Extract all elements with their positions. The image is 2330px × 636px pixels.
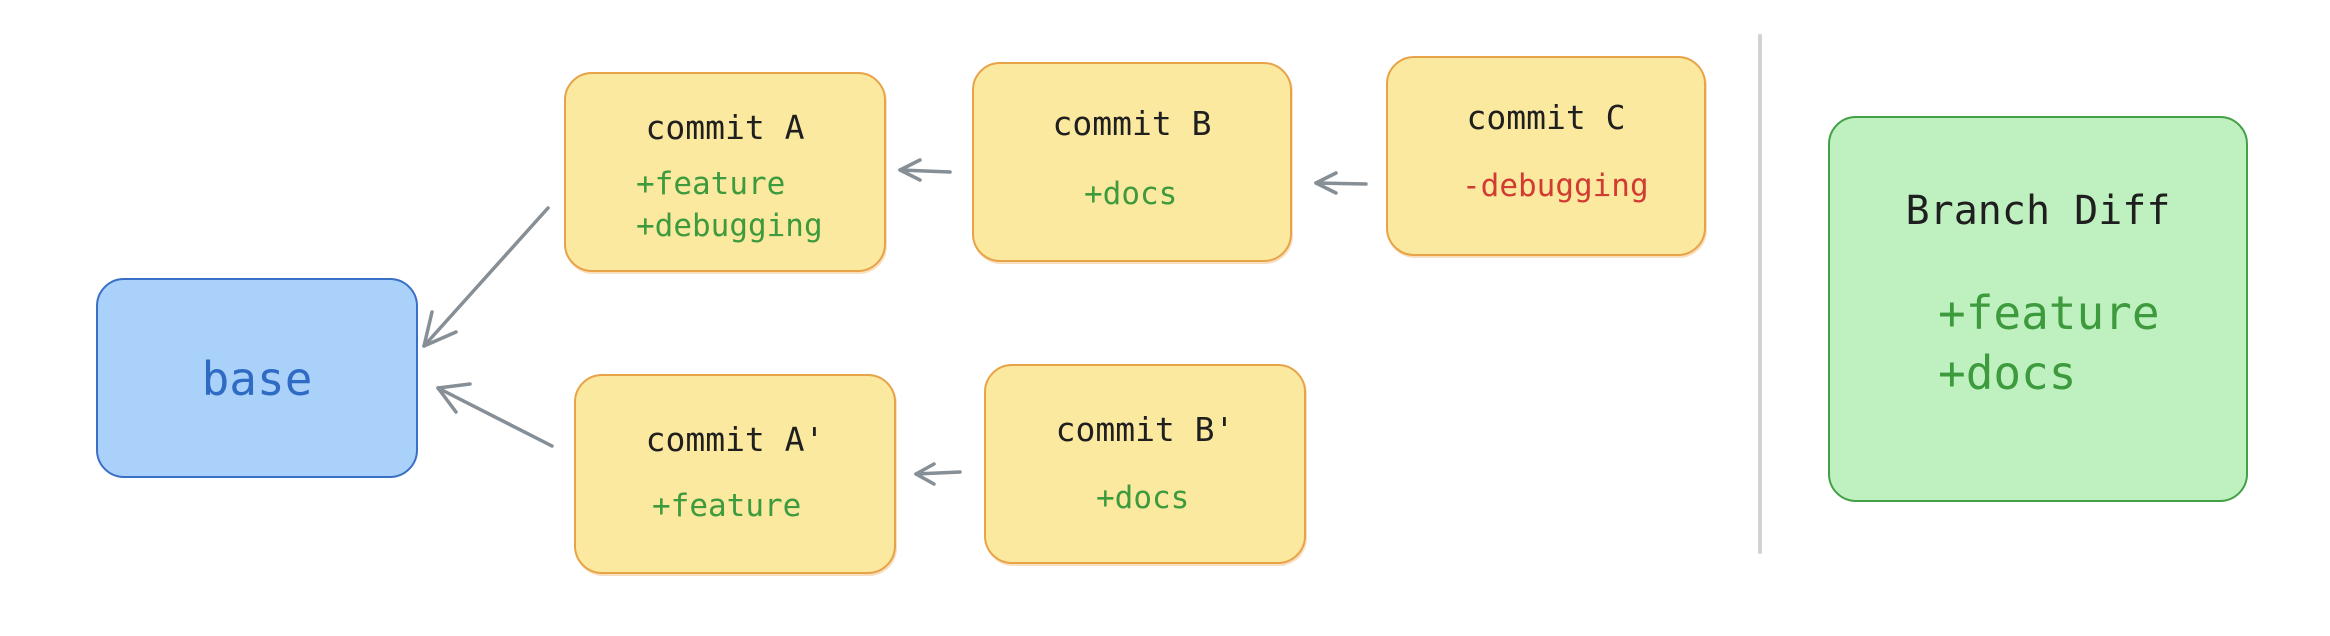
commit-b-prime-change-docs: +docs (1096, 480, 1190, 516)
base-label: base (201, 352, 313, 406)
arrow-commit-b-prime-to-commit-a-prime (914, 462, 962, 486)
section-divider (1758, 34, 1762, 554)
commit-b-prime-node: commit B' +docs (984, 364, 1306, 564)
arrow-commit-a-prime-to-base (436, 382, 554, 448)
commit-c-change-debugging: -debugging (1462, 168, 1649, 204)
branch-diff-line-docs: +docs (1938, 346, 2077, 400)
commit-a-prime-title: commit A' (645, 420, 825, 459)
branch-diff-title: Branch Diff (1905, 188, 2171, 234)
commit-b-change-docs: +docs (1084, 176, 1178, 212)
base-node: base (96, 278, 418, 478)
commit-a-prime-change-feature: +feature (652, 488, 802, 524)
branch-diff-line-feature: +feature (1938, 286, 2160, 340)
commit-c-node: commit C -debugging (1386, 56, 1706, 256)
branch-diff-panel: Branch Diff +feature +docs (1828, 116, 2248, 502)
arrow-commit-c-to-commit-b (1314, 171, 1368, 195)
commit-a-title: commit A (645, 108, 805, 147)
commit-c-title: commit C (1466, 98, 1626, 137)
commit-b-node: commit B +docs (972, 62, 1292, 262)
commit-a-change-debugging: +debugging (636, 208, 823, 244)
commit-a-prime-node: commit A' +feature (574, 374, 896, 574)
commit-b-prime-title: commit B' (1055, 410, 1235, 449)
commit-b-title: commit B (1052, 104, 1212, 143)
commit-a-change-feature: +feature (636, 166, 786, 202)
commit-a-node: commit A +feature +debugging (564, 72, 886, 272)
arrow-commit-a-to-base (422, 206, 550, 348)
arrow-commit-b-to-commit-a (898, 158, 952, 182)
